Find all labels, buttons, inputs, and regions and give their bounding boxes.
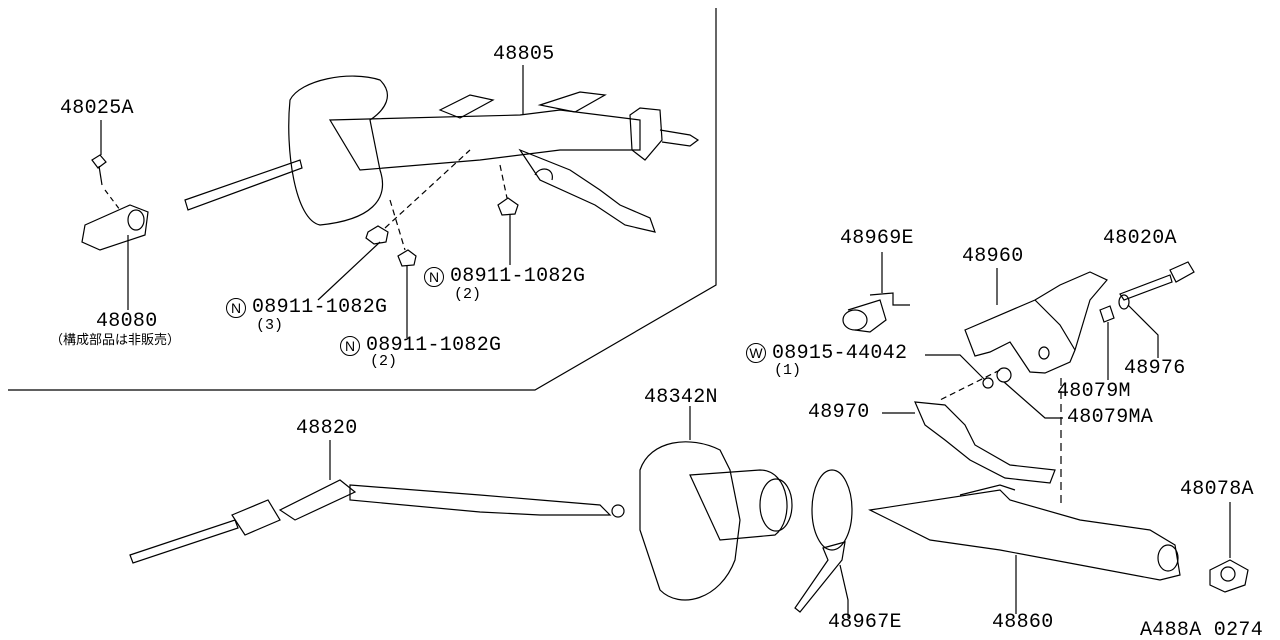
label-nut-c[interactable]: 08911-1082G: [450, 265, 586, 288]
qty-nut-b: (2): [370, 353, 398, 370]
label-48805[interactable]: 48805: [493, 43, 555, 66]
label-48080-note: （構成部品は非販売）: [50, 333, 181, 348]
label-48967E[interactable]: 48967E: [828, 611, 902, 634]
label-48079MA[interactable]: 48079MA: [1067, 406, 1154, 429]
qty-washer: (1): [774, 362, 802, 379]
nut-icon: [365, 225, 389, 245]
label-48820[interactable]: 48820: [296, 417, 358, 440]
bracket-48960: [964, 271, 1108, 374]
nut-icon: [497, 197, 519, 216]
lower-column-48860: [868, 484, 1181, 581]
qty-nut-a: (3): [256, 317, 284, 334]
label-48020A[interactable]: 48020A: [1103, 227, 1177, 250]
universal-joint-48080: [81, 204, 149, 251]
qty-nut-c: (2): [454, 286, 482, 303]
label-nut-b[interactable]: 08911-1082G: [366, 334, 502, 357]
label-nut-a[interactable]: 08911-1082G: [252, 296, 388, 319]
band-48967E: [794, 469, 853, 613]
washer-48976: [1118, 294, 1130, 310]
w-circle-icon: W: [746, 343, 766, 363]
label-48080[interactable]: 48080: [96, 310, 158, 333]
intermediate-shaft-48820: [129, 479, 625, 564]
section-divider: [8, 8, 717, 391]
column-boot-48342N: [639, 441, 793, 601]
label-48970[interactable]: 48970: [808, 401, 870, 424]
clip-48969E: [842, 292, 910, 333]
n-circle-icon: N: [226, 298, 246, 318]
label-48969E[interactable]: 48969E: [840, 227, 914, 250]
label-48960[interactable]: 48960: [962, 245, 1024, 268]
label-48342N[interactable]: 48342N: [644, 386, 718, 409]
label-48860[interactable]: 48860: [992, 611, 1054, 634]
steering-column-assembly-48805: [184, 75, 700, 233]
label-48976[interactable]: 48976: [1124, 357, 1186, 380]
nut-48078A: [1209, 559, 1249, 593]
nut-icon: [397, 249, 417, 267]
label-48078A[interactable]: 48078A: [1180, 478, 1254, 501]
n-circle-icon: N: [424, 267, 444, 287]
bolt-48020A: [1119, 274, 1173, 301]
diagram-id: A488A 0274: [1140, 619, 1264, 640]
label-washer[interactable]: 08915-44042: [772, 342, 908, 365]
n-circle-icon: N: [340, 336, 360, 356]
lever-48970: [914, 401, 1056, 484]
label-48079M[interactable]: 48079M: [1057, 380, 1131, 403]
nut-48079M: [1099, 305, 1115, 323]
bolt-48025A: [91, 154, 107, 186]
label-48025A[interactable]: 48025A: [60, 97, 134, 120]
